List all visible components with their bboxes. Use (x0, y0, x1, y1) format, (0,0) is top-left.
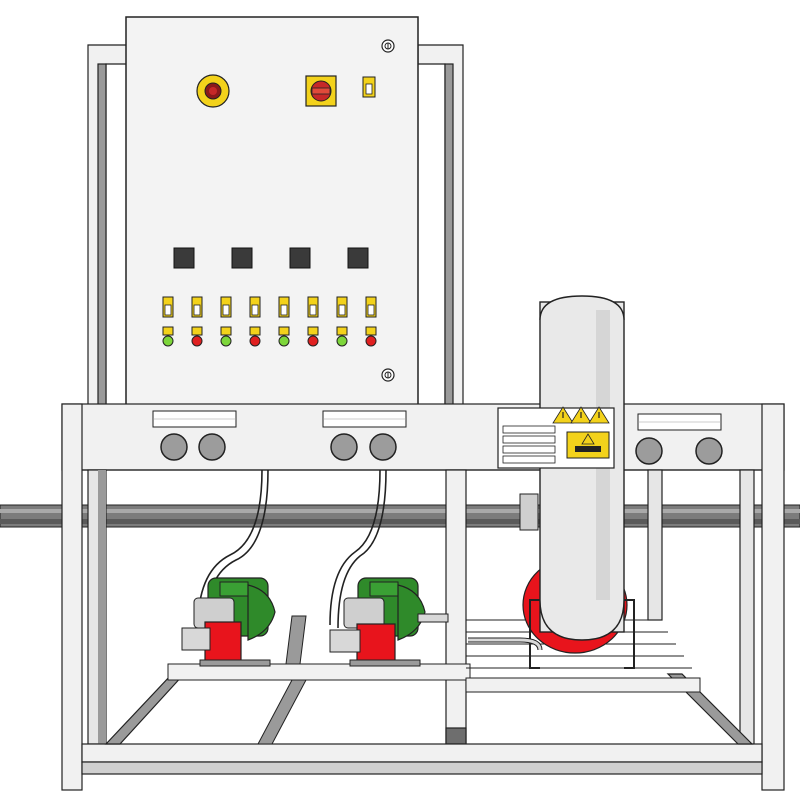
indicator-led (191, 326, 203, 347)
indicator-display (347, 247, 369, 269)
pump-cables (197, 469, 387, 629)
indicator-led (365, 326, 377, 347)
skid-frame (61, 403, 785, 791)
warning-triangle-icon (552, 406, 574, 424)
indicator-led (307, 326, 319, 347)
indicator-led (220, 326, 232, 347)
selector-switch[interactable] (162, 296, 174, 318)
warning-label-plate (497, 406, 615, 469)
push-button[interactable] (695, 437, 723, 465)
selector-switch[interactable] (278, 296, 290, 318)
pump-housing (356, 623, 396, 665)
indicator-display (289, 247, 311, 269)
selector-switch[interactable] (307, 296, 319, 318)
pressure-tank (468, 295, 635, 669)
mode-selector-switch[interactable] (362, 76, 376, 98)
selector-switch[interactable] (249, 296, 261, 318)
horizontal-pipe (0, 504, 800, 528)
indicator-display (173, 247, 195, 269)
pump-unit-2 (329, 577, 426, 667)
sub-panel-left (152, 410, 237, 461)
sub-panel-right (635, 413, 723, 465)
selector-switch[interactable] (365, 296, 377, 318)
indicator-led (336, 326, 348, 347)
control-cabinet (125, 16, 419, 407)
push-button[interactable] (635, 437, 663, 465)
warning-triangle-icon (570, 406, 592, 424)
hazard-sign (566, 431, 610, 459)
push-button[interactable] (160, 433, 188, 461)
push-button[interactable] (330, 433, 358, 461)
emergency-stop-icon[interactable] (196, 74, 230, 108)
selector-switch-row (162, 296, 377, 318)
pump-unit-1 (181, 577, 276, 667)
led-lamp-row (162, 326, 377, 347)
indicator-led (278, 326, 290, 347)
warning-triangle-icon (588, 406, 610, 424)
selector-switch[interactable] (220, 296, 232, 318)
push-button[interactable] (198, 433, 226, 461)
selector-switch[interactable] (191, 296, 203, 318)
indicator-display-row (173, 247, 369, 269)
indicator-display (231, 247, 253, 269)
pump-housing (204, 621, 242, 663)
main-isolator-icon[interactable] (305, 75, 337, 107)
cabinet-lock-icon (381, 368, 395, 382)
indicator-led (249, 326, 261, 347)
indicator-led (162, 326, 174, 347)
push-button[interactable] (369, 433, 397, 461)
discharge-pipe (417, 613, 449, 623)
cabinet-lock-icon (381, 39, 395, 53)
sub-panel-middle (322, 410, 407, 461)
selector-switch[interactable] (336, 296, 348, 318)
